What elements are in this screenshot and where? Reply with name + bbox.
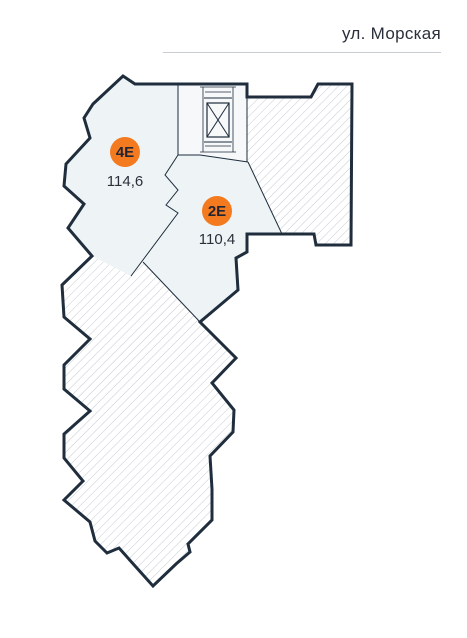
common-area bbox=[62, 256, 236, 586]
stairs-icon bbox=[200, 86, 236, 153]
interior-walls bbox=[130, 84, 283, 323]
unit-4e-badge[interactable]: 4E bbox=[110, 137, 140, 167]
unit-2e-badge[interactable]: 2E bbox=[202, 196, 232, 226]
street-line bbox=[163, 52, 441, 53]
elevator-icon bbox=[204, 97, 232, 143]
unit-4e-area[interactable] bbox=[64, 76, 178, 276]
unit-2e-area-label: 110,4 bbox=[198, 231, 236, 248]
unit-2e-area[interactable] bbox=[143, 155, 282, 322]
service-block bbox=[247, 84, 352, 245]
building-outline bbox=[60, 74, 354, 589]
unit-4e-area-label: 114,6 bbox=[106, 173, 144, 190]
street-label: ул. Морская bbox=[341, 24, 441, 43]
